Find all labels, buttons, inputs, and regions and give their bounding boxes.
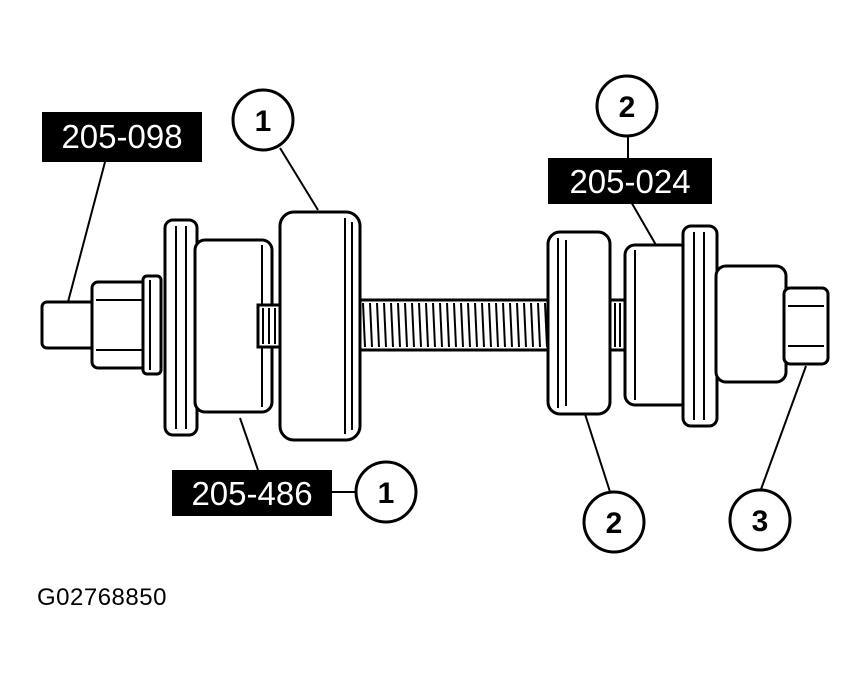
left-nut xyxy=(90,274,163,376)
leader-lines xyxy=(67,130,807,499)
callout-lower-right-number: 2 xyxy=(606,507,623,540)
callout-lower-center: 1 xyxy=(354,460,418,524)
callout-lower-right: 2 xyxy=(582,490,646,554)
callout-far-right-number: 3 xyxy=(752,505,769,538)
tool-tag-right-text: 205-024 xyxy=(569,163,690,200)
right-spacer xyxy=(546,230,612,416)
right-plate xyxy=(714,264,788,384)
tool-tag-left: 205-098 xyxy=(42,112,202,162)
right-nut xyxy=(782,286,830,366)
figure-id: G02768850 xyxy=(37,584,167,611)
callout-upper-right: 2 xyxy=(595,74,659,138)
left-receiver-cup xyxy=(163,218,282,437)
callout-upper-left-number: 1 xyxy=(255,105,272,138)
tool-tag-center: 205-486 xyxy=(172,470,332,516)
right-receiver-cup xyxy=(623,224,719,428)
callout-lower-center-number: 1 xyxy=(378,477,395,510)
left-spacer xyxy=(278,210,362,442)
callout-far-right: 3 xyxy=(728,488,792,552)
tool-tag-left-text: 205-098 xyxy=(61,118,182,155)
tool-tag-center-text: 205-486 xyxy=(191,475,312,512)
callout-upper-right-number: 2 xyxy=(619,91,636,124)
callout-upper-left: 1 xyxy=(231,88,295,152)
threaded-rod xyxy=(348,298,562,352)
tool-tag-right: 205-024 xyxy=(548,158,712,204)
